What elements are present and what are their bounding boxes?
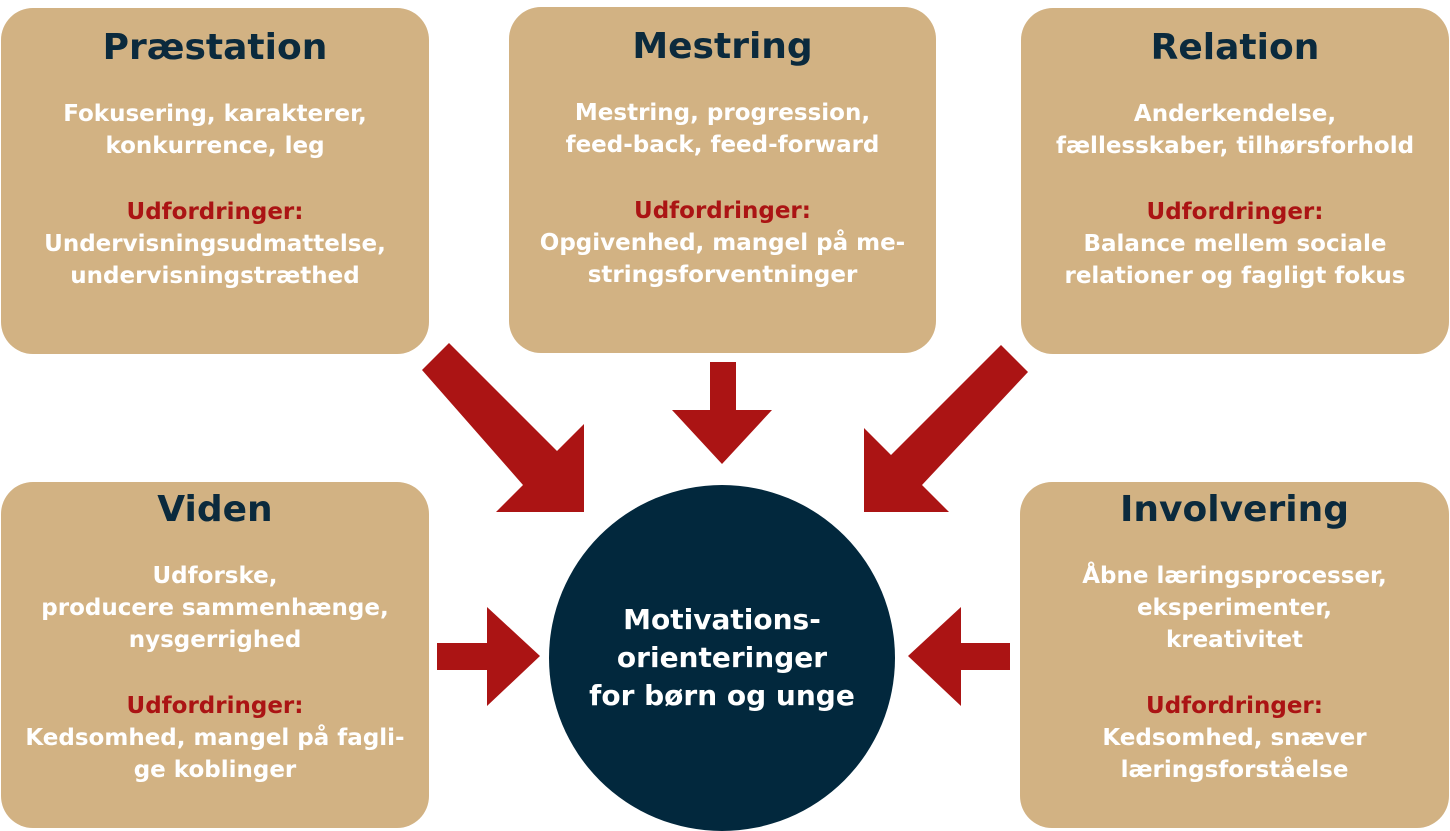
box-title: Mestring <box>632 26 813 67</box>
challenge-label: Udfordringer: <box>1146 693 1323 719</box>
challenge-line: ge koblinger <box>133 757 297 783</box>
arrow-mestring-to-center <box>672 362 772 464</box>
box-challenges: Udfordringer: Undervisningsudmattelse, u… <box>1 196 429 292</box>
box-mestring: Mestring Mestring, progression, feed-bac… <box>509 7 936 353</box>
box-title: Relation <box>1150 27 1320 68</box>
challenge-label: Udfordringer: <box>126 693 304 719</box>
box-title: Præstation <box>102 27 328 68</box>
challenge-line: undervisningstræthed <box>70 263 360 289</box>
box-description: Åbne læringsprocesser, eksperimenter, kr… <box>1020 560 1449 656</box>
box-title: Involvering <box>1120 489 1349 530</box>
center-text: Motivations- orienteringer for børn og u… <box>589 601 855 715</box>
challenge-label: Udfordringer: <box>634 198 811 224</box>
challenge-line: Kedsomhed, mangel på fagli- <box>25 725 405 751</box>
description-line: konkurrence, leg <box>105 133 325 159</box>
description-line: kreativitet <box>1165 627 1304 653</box>
box-challenges: Udfordringer: Balance mellem sociale rel… <box>1021 196 1449 292</box>
arrow-viden-to-center <box>437 607 540 706</box>
description-line: Udforske, <box>152 563 278 589</box>
box-challenges: Udfordringer: Kedsomhed, snæver læringsf… <box>1020 690 1449 786</box>
arrow-praestation-to-center <box>422 343 584 512</box>
center-circle: Motivations- orienteringer for børn og u… <box>549 485 895 831</box>
arrow-involvering-to-center <box>908 607 1010 706</box>
center-line: orienteringer <box>616 641 828 674</box>
box-description: Udforske, producere sammenhænge, nysgerr… <box>1 560 429 656</box>
box-title: Viden <box>157 489 273 530</box>
description-line: Fokusering, karakterer, <box>63 101 367 127</box>
challenge-line: relationer og fagligt fokus <box>1064 263 1406 289</box>
challenge-line: stringsforventninger <box>587 262 858 288</box>
description-line: fællesskaber, tilhørsforhold <box>1055 133 1415 159</box>
description-line: Åbne læringsprocesser, <box>1082 563 1387 589</box>
description-line: Mestring, progression, <box>574 100 871 126</box>
challenge-line: Undervisningsudmattelse, <box>44 231 386 257</box>
box-description: Mestring, progression, feed-back, feed-f… <box>509 97 936 161</box>
arrow-relation-to-center <box>864 345 1028 512</box>
description-line: producere sammenhænge, <box>41 595 389 621</box>
box-description: Anderkendelse, fællesskaber, tilhørsforh… <box>1021 98 1449 162</box>
center-line: for børn og unge <box>589 679 855 712</box>
description-line: feed-back, feed-forward <box>565 132 880 158</box>
description-line: eksperimenter, <box>1136 595 1333 621</box>
box-relation: Relation Anderkendelse, fællesskaber, ti… <box>1021 8 1449 354</box>
challenge-label: Udfordringer: <box>1146 199 1324 225</box>
description-line: nysgerrighed <box>128 627 302 653</box>
center-line: Motivations- <box>623 603 821 636</box>
box-description: Fokusering, karakterer, konkurrence, leg <box>1 98 429 162</box>
box-viden: Viden Udforske, producere sammenhænge, n… <box>1 482 429 828</box>
challenge-line: Opgivenhed, mangel på me- <box>539 230 906 256</box>
box-challenges: Udfordringer: Kedsomhed, mangel på fagli… <box>1 690 429 786</box>
box-praestation: Præstation Fokusering, karakterer, konku… <box>1 8 429 354</box>
box-challenges: Udfordringer: Opgivenhed, mangel på me- … <box>509 195 936 291</box>
description-line: Anderkendelse, <box>1133 101 1337 127</box>
challenge-line: læringsforståelse <box>1120 757 1349 783</box>
box-involvering: Involvering Åbne læringsprocesser, ekspe… <box>1020 482 1449 828</box>
challenge-line: Balance mellem sociale <box>1083 231 1387 257</box>
challenge-line: Kedsomhed, snæver <box>1102 725 1367 751</box>
challenge-label: Udfordringer: <box>126 199 304 225</box>
